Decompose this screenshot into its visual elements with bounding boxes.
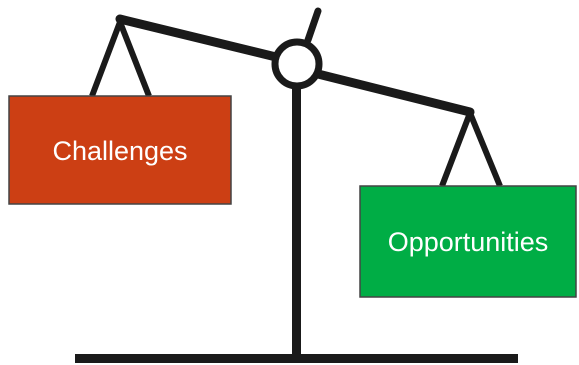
challenges-box: Challenges	[8, 95, 232, 205]
scale-post	[292, 82, 301, 356]
scale-base	[75, 354, 518, 363]
scale-pivot	[271, 38, 323, 90]
scale-beam-left	[115, 14, 281, 62]
left-pan-hanger	[89, 19, 152, 98]
scale-beam-right	[313, 69, 475, 117]
opportunities-box-fill	[359, 185, 577, 298]
scale-pointer	[304, 7, 322, 44]
challenges-label: Challenges	[52, 136, 187, 166]
opportunities-label: Opportunities	[388, 227, 549, 257]
opportunities-box: Opportunities	[359, 185, 577, 298]
right-pan-hanger	[439, 110, 503, 188]
challenges-box-fill	[8, 95, 232, 205]
